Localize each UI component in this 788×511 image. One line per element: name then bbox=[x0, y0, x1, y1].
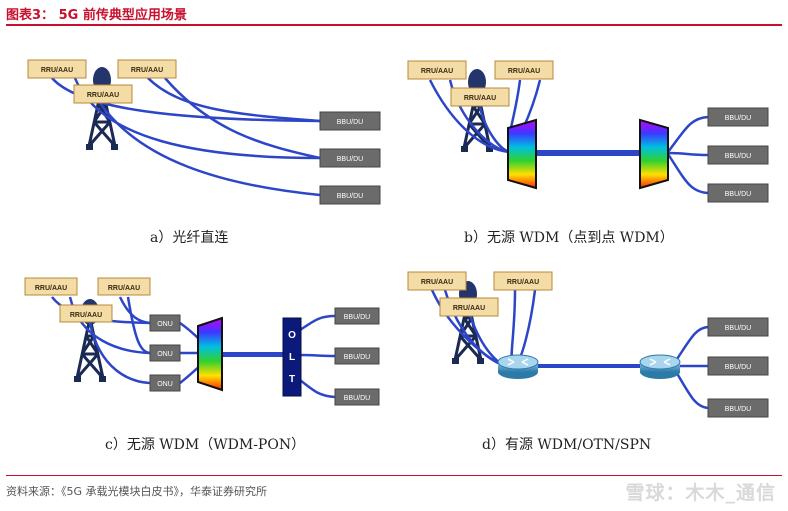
bbu-box: BBU/DU bbox=[707, 317, 769, 337]
bbu-label: BBU/DU bbox=[344, 314, 370, 321]
rru-box: RRU/AAU bbox=[493, 271, 553, 291]
onu-box: ONU bbox=[149, 344, 181, 362]
panel-b: RRU/AAU RRU/AAU RRU/AAU BBU/DU BBU/DU BB… bbox=[407, 60, 769, 246]
rru-box: RRU/AAU bbox=[73, 84, 133, 104]
rru-box: RRU/AAU bbox=[450, 87, 510, 107]
panel-c-caption: c）无源 WDM（WDM-PON） bbox=[105, 437, 305, 453]
rru-label: RRU/AAU bbox=[507, 279, 539, 286]
bbu-label: BBU/DU bbox=[337, 193, 363, 200]
bbu-label: BBU/DU bbox=[725, 406, 751, 413]
rru-box: RRU/AAU bbox=[439, 297, 499, 317]
olt-box: O L T bbox=[282, 317, 302, 397]
rru-label: RRU/AAU bbox=[41, 67, 73, 74]
bbu-box: BBU/DU bbox=[319, 148, 381, 168]
router-icon bbox=[497, 354, 539, 379]
olt-letter: T bbox=[289, 374, 295, 385]
onu-box: ONU bbox=[149, 374, 181, 392]
olt-letter: L bbox=[289, 352, 295, 363]
rru-label: RRU/AAU bbox=[421, 279, 453, 286]
bbu-label: BBU/DU bbox=[337, 119, 363, 126]
bbu-box: BBU/DU bbox=[319, 185, 381, 205]
figure-title: 图表3： 5G 前传典型应用场景 bbox=[6, 8, 187, 23]
rru-box: RRU/AAU bbox=[24, 277, 78, 296]
bbu-label: BBU/DU bbox=[344, 395, 370, 402]
bbu-box: BBU/DU bbox=[707, 107, 769, 127]
rru-box: RRU/AAU bbox=[407, 60, 467, 80]
onu-label: ONU bbox=[157, 381, 173, 388]
rru-label: RRU/AAU bbox=[421, 68, 453, 75]
bbu-label: BBU/DU bbox=[725, 115, 751, 122]
bbu-box: BBU/DU bbox=[707, 398, 769, 418]
fiber-links bbox=[673, 325, 709, 410]
panel-c: O L T ONU ONU ONU RRU/AAU RRU/AAU RRU/AA… bbox=[24, 277, 380, 453]
onu-label: ONU bbox=[157, 351, 173, 358]
wdm-trunk-link bbox=[536, 150, 644, 156]
bottom-divider bbox=[6, 475, 782, 476]
watermark: 雪球：木木_通信 bbox=[625, 482, 776, 504]
rru-box: RRU/AAU bbox=[97, 277, 151, 296]
rru-box: RRU/AAU bbox=[59, 304, 113, 323]
router-icon bbox=[639, 354, 681, 379]
cell-tower-icon bbox=[84, 65, 120, 152]
bbu-label: BBU/DU bbox=[725, 191, 751, 198]
rru-label: RRU/AAU bbox=[131, 67, 163, 74]
rru-box: RRU/AAU bbox=[494, 60, 554, 80]
onu-label: ONU bbox=[157, 321, 173, 328]
olt-letter: O bbox=[288, 330, 296, 341]
otn-trunk-link bbox=[534, 364, 644, 368]
panel-d: RRU/AAU RRU/AAU RRU/AAU BBU/DU BBU/DU BB… bbox=[407, 271, 769, 453]
bbu-box: BBU/DU bbox=[334, 307, 380, 325]
bbu-box: BBU/DU bbox=[334, 388, 380, 406]
rru-label: RRU/AAU bbox=[453, 305, 485, 312]
panel-a: RRU/AAU RRU/AAU RRU/AAU BBU/DU BBU/DU BB… bbox=[27, 59, 381, 246]
bbu-label: BBU/DU bbox=[725, 364, 751, 371]
rru-box: RRU/AAU bbox=[117, 59, 177, 79]
source-note: 资料来源：《5G 承载光模块白皮书》，华泰证券研究所 bbox=[6, 485, 268, 498]
wdm-mux-icon bbox=[507, 118, 537, 190]
bbu-label: BBU/DU bbox=[725, 153, 751, 160]
bbu-label: BBU/DU bbox=[344, 354, 370, 361]
bbu-box: BBU/DU bbox=[334, 347, 380, 365]
rru-box: RRU/AAU bbox=[27, 59, 87, 79]
bbu-box: BBU/DU bbox=[707, 356, 769, 376]
rru-label: RRU/AAU bbox=[70, 312, 102, 319]
rru-label: RRU/AAU bbox=[35, 285, 67, 292]
rru-label: RRU/AAU bbox=[464, 95, 496, 102]
bbu-box: BBU/DU bbox=[319, 111, 381, 131]
bbu-box: BBU/DU bbox=[707, 183, 769, 203]
fiber-links bbox=[666, 115, 709, 195]
bbu-label: BBU/DU bbox=[725, 325, 751, 332]
rru-label: RRU/AAU bbox=[108, 285, 140, 292]
wdm-mux-icon bbox=[197, 316, 223, 392]
wdm-demux-icon bbox=[639, 118, 669, 190]
bbu-box: BBU/DU bbox=[707, 145, 769, 165]
fiber-links bbox=[299, 314, 336, 399]
panel-b-caption: b）无源 WDM（点到点 WDM） bbox=[464, 230, 674, 246]
rru-box: RRU/AAU bbox=[407, 271, 467, 291]
rru-label: RRU/AAU bbox=[508, 68, 540, 75]
bbu-label: BBU/DU bbox=[337, 156, 363, 163]
panel-d-caption: d）有源 WDM/OTN/SPN bbox=[482, 437, 651, 453]
onu-box: ONU bbox=[149, 314, 181, 332]
panel-a-caption: a）光纤直连 bbox=[150, 229, 228, 246]
top-divider bbox=[6, 24, 782, 26]
rru-label: RRU/AAU bbox=[87, 92, 119, 99]
wdm-trunk-link bbox=[222, 352, 284, 357]
